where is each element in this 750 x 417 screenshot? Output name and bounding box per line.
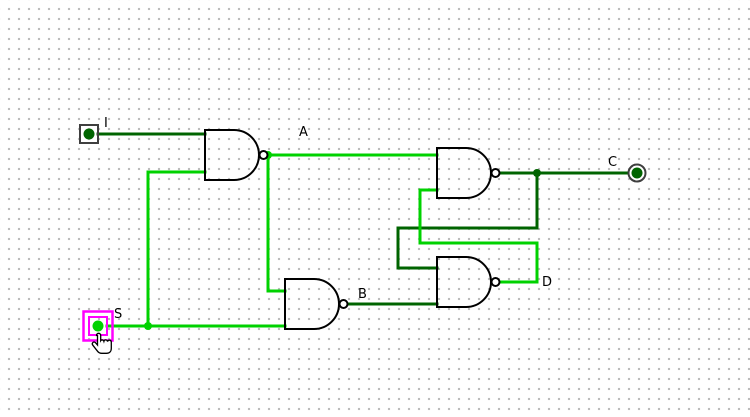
poke-hand-icon: [91, 332, 112, 354]
input-pin-i-state-dot: [83, 128, 95, 140]
wire-s-to-nand1[interactable]: [146, 170, 207, 328]
junction-c: [533, 169, 541, 177]
input-pin-s-state-dot: [92, 320, 104, 332]
poke-hand-cursor: [91, 332, 112, 354]
circuit-label-s[interactable]: S: [114, 307, 122, 322]
circuit-label-a[interactable]: A: [299, 125, 308, 140]
wire-d-feedback[interactable]: [418, 188, 539, 284]
nand-gate-2-bubble-icon: [338, 299, 349, 309]
nand-gate-3-bubble-icon: [490, 168, 501, 178]
nand-gate-1-bubble-icon: [258, 150, 269, 160]
circuit-label-b[interactable]: B: [358, 287, 367, 302]
wire-a-to-nand2[interactable]: [266, 153, 287, 293]
circuit-label-c[interactable]: C: [608, 155, 617, 170]
circuit-label-i[interactable]: I: [104, 116, 108, 131]
nand-gate-1[interactable]: [204, 129, 260, 181]
nand-gate-4-bubble-icon: [490, 277, 501, 287]
circuit-label-d[interactable]: D: [542, 275, 552, 290]
nand-gate-4[interactable]: [436, 256, 492, 308]
nand-gate-2[interactable]: [284, 278, 340, 330]
output-pin-c-state-dot: [631, 167, 643, 179]
nand-gate-3[interactable]: [436, 147, 492, 199]
junction-s: [144, 322, 152, 330]
wire-c-feedback[interactable]: [396, 171, 539, 270]
input-pin-i[interactable]: [79, 124, 99, 144]
